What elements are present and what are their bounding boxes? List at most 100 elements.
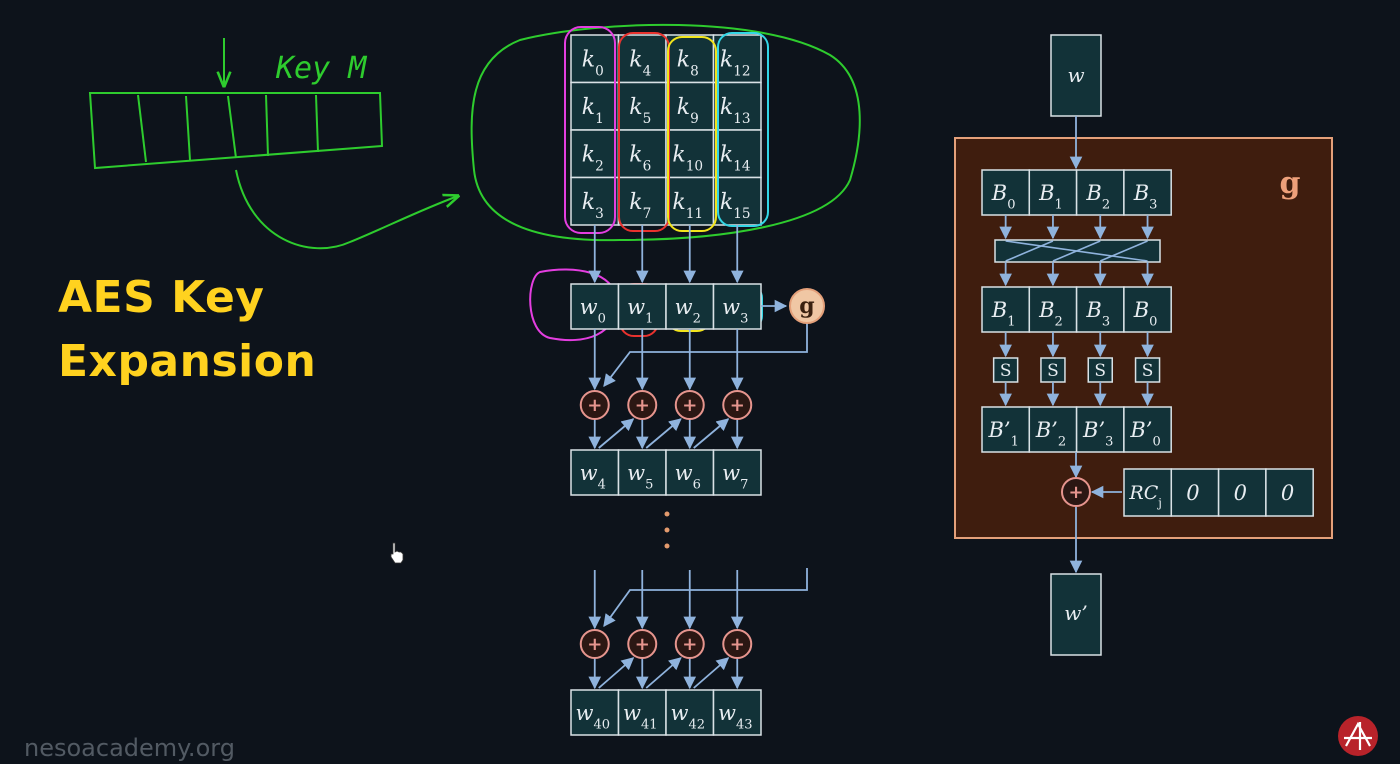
key-cell-8: k8 bbox=[665, 34, 715, 84]
key-cell-15: k15 bbox=[712, 176, 762, 226]
byte-rot-0-sub: 1 bbox=[1007, 315, 1015, 330]
byte-sub-1: B’2 bbox=[1028, 406, 1078, 453]
word-6-sub: 6 bbox=[693, 478, 701, 493]
xor-node-final-1: + bbox=[627, 629, 658, 659]
rcon-cell-3-base: 0 bbox=[1281, 481, 1294, 505]
key-cell-11-base: k bbox=[672, 190, 685, 215]
g-output-box: w’ bbox=[1050, 573, 1102, 656]
word-4-sub: 4 bbox=[598, 478, 606, 493]
rcon-cell-0-base: RC bbox=[1128, 482, 1158, 504]
word-6-base: w bbox=[675, 461, 693, 485]
word-2: w2 bbox=[665, 283, 715, 330]
byte-in-0-base: B bbox=[991, 181, 1007, 205]
byte-sub-0: B’1 bbox=[981, 406, 1031, 453]
svg-text:k4: k4 bbox=[629, 47, 651, 79]
key-cell-1-base: k bbox=[582, 95, 595, 120]
byte-sub-1-base: B’ bbox=[1035, 418, 1058, 442]
svg-text:w40: w40 bbox=[575, 701, 610, 733]
key-cell-9: k9 bbox=[665, 81, 715, 131]
key-cell-14-base: k bbox=[720, 142, 733, 167]
byte-in-2-base: B bbox=[1085, 181, 1101, 205]
svg-text:w2: w2 bbox=[675, 295, 701, 327]
g-input-box: w bbox=[1050, 34, 1102, 117]
word-41-base: w bbox=[623, 701, 641, 725]
sbox-2: S bbox=[1087, 357, 1113, 383]
xor-node-final-0: + bbox=[579, 629, 610, 659]
byte-in-2: B2 bbox=[1075, 169, 1125, 216]
rcon-cell-2-base: 0 bbox=[1234, 481, 1247, 505]
svg-text:B’0: B’0 bbox=[1129, 418, 1160, 450]
byte-in-3: B3 bbox=[1123, 169, 1172, 216]
key-cell-6-base: k bbox=[629, 142, 642, 167]
expansion-arrows bbox=[588, 225, 808, 690]
g-function-title: g bbox=[1280, 166, 1301, 201]
svg-text:B3: B3 bbox=[1133, 181, 1158, 213]
rcon-cell-0-sub: j bbox=[1156, 496, 1162, 510]
key-cell-10: k10 bbox=[665, 129, 715, 179]
mouse-cursor-icon bbox=[390, 542, 404, 564]
svg-text:w41: w41 bbox=[623, 701, 658, 733]
svg-text:k10: k10 bbox=[672, 142, 703, 174]
byte-in-1-sub: 1 bbox=[1055, 198, 1063, 213]
svg-text:B1: B1 bbox=[991, 298, 1016, 330]
word-1-base: w bbox=[627, 295, 645, 319]
svg-text:B’3: B’3 bbox=[1082, 418, 1113, 450]
word-7: w7 bbox=[712, 449, 762, 496]
title-line-1: AES Key bbox=[58, 272, 265, 323]
sbox-label-0: S bbox=[1000, 361, 1012, 381]
byte-rot-0-base: B bbox=[991, 298, 1007, 322]
word-43: w43 bbox=[712, 689, 762, 736]
key-cell-10-sub: 10 bbox=[686, 159, 703, 175]
arrow-diagonal-final-0 bbox=[598, 657, 635, 689]
xor-node-final-0-symbol: + bbox=[587, 634, 602, 655]
byte-in-3-sub: 3 bbox=[1149, 198, 1157, 213]
svg-text:w1: w1 bbox=[627, 295, 653, 327]
word-3-sub: 3 bbox=[740, 312, 748, 327]
svg-text:B0: B0 bbox=[1133, 298, 1158, 330]
byte-rot-2: B3 bbox=[1075, 286, 1125, 333]
key-matrix-highlight bbox=[470, 23, 861, 242]
key-cell-3-sub: 3 bbox=[595, 206, 604, 222]
arrow-diagonal-final-1 bbox=[645, 657, 682, 689]
svg-text:k2: k2 bbox=[582, 142, 604, 174]
word-2-sub: 2 bbox=[693, 312, 701, 327]
svg-text:k11: k11 bbox=[672, 190, 703, 222]
key-cell-15-sub: 15 bbox=[733, 206, 750, 222]
g-node-label: g bbox=[799, 293, 814, 319]
svg-text:w42: w42 bbox=[670, 701, 705, 733]
arrow-g-feedback-final bbox=[603, 568, 808, 628]
word-3-base: w bbox=[722, 295, 740, 319]
byte-rot-1: B2 bbox=[1028, 286, 1078, 333]
g-xor-node: + bbox=[1061, 477, 1091, 507]
svg-text:k1: k1 bbox=[582, 95, 604, 127]
sbox-3: S bbox=[1134, 357, 1161, 383]
word-4: w4 bbox=[570, 449, 620, 496]
xor-node-final-2-symbol: + bbox=[682, 634, 697, 655]
watermark: nesoacademy.org bbox=[24, 734, 235, 762]
key-cell-12: k12 bbox=[712, 34, 762, 84]
byte-in-2-sub: 2 bbox=[1102, 198, 1110, 213]
key-cell-8-base: k bbox=[677, 47, 690, 72]
byte-rot-1-base: B bbox=[1038, 298, 1054, 322]
word-40-base: w bbox=[575, 701, 593, 725]
svg-text:k8: k8 bbox=[677, 47, 699, 79]
byte-rot-3-sub: 0 bbox=[1149, 315, 1157, 330]
word-43-sub: 43 bbox=[736, 718, 753, 733]
xor-node-row1-1-symbol: + bbox=[635, 395, 650, 416]
svg-text:B’2: B’2 bbox=[1035, 418, 1066, 450]
key-cell-0-base: k bbox=[582, 47, 595, 72]
key-cell-4-sub: 4 bbox=[643, 64, 652, 80]
byte-rot-3: B0 bbox=[1123, 286, 1172, 333]
key-cell-5: k5 bbox=[617, 81, 667, 131]
byte-sub-2-base: B’ bbox=[1082, 418, 1105, 442]
rcon-cell-1-base: 0 bbox=[1186, 481, 1199, 505]
svg-text:w7: w7 bbox=[722, 461, 748, 493]
word-42-sub: 42 bbox=[688, 718, 705, 733]
svg-text:B1: B1 bbox=[1038, 181, 1063, 213]
xor-node-final-3: + bbox=[722, 629, 753, 659]
xor-node-final-2: + bbox=[674, 629, 705, 659]
